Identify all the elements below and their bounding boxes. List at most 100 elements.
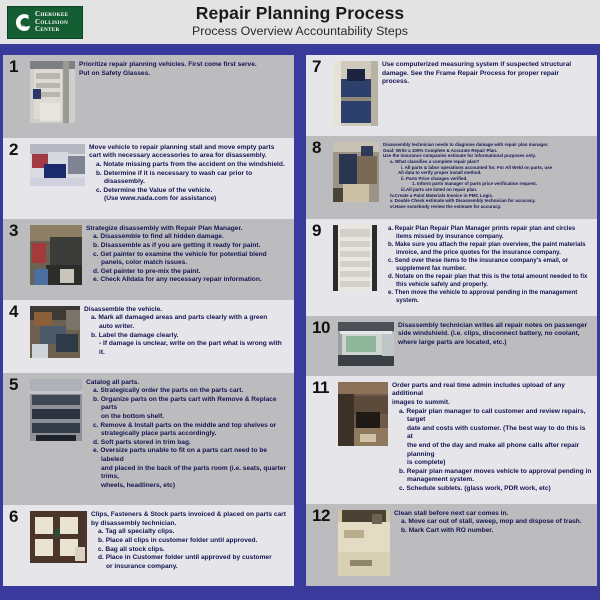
step-text-line: wheels, headliners, etc) xyxy=(101,481,176,489)
step-text-line: a. Repair Plan Repair Plan Manager print… xyxy=(388,225,576,233)
step-text-line: d. Place in Customer folder until approv… xyxy=(98,554,272,562)
step-number: 8 xyxy=(312,138,322,158)
step-text-line: Move vehicle to repair planning stall an… xyxy=(89,143,275,151)
step-text-line: images to summit. xyxy=(392,398,450,406)
step-text-line: by disassembly technician. xyxy=(91,519,177,527)
step-row: 3 Strategize disassembly with Repair Plan… xyxy=(3,218,294,300)
step-number: 4 xyxy=(9,301,19,321)
footer-accent-bar xyxy=(0,586,600,600)
step-text-line: process. xyxy=(382,78,410,86)
step-photo xyxy=(333,142,379,203)
step-text-line: a. Repair plan manager to call customer … xyxy=(399,407,586,424)
step-text-line: iii.All parts are listed on repair plan. xyxy=(401,186,478,192)
step-photo xyxy=(30,378,82,441)
step-text-line: is complete) xyxy=(407,459,446,467)
step-text: Use computerized measuring system if sus… xyxy=(382,59,592,87)
step-photo xyxy=(30,224,82,285)
step-text-line: Clips, Fasteners & Stock parts invoiced … xyxy=(91,511,286,519)
step-text-line: Put on Safety Glasses. xyxy=(79,69,151,77)
step-number: 2 xyxy=(9,139,19,159)
step-text-line: c. Schedule sublets. (glass work, PDR wo… xyxy=(399,484,551,492)
left-border xyxy=(0,55,3,586)
step-text: Catalog all parts.a. Strategically order… xyxy=(86,377,289,491)
step-text-line: Goal: Write a 100% Complete & Accurate R… xyxy=(383,147,498,153)
step-text-line: b. Organize parts on the parts cart with… xyxy=(93,395,277,412)
step-text-line: on the bottom shelf. xyxy=(101,413,165,420)
step-text-line: auto writer. xyxy=(99,322,135,330)
step-text-line: Disassembly technician writes all repair… xyxy=(398,321,588,329)
logo-line-3: CENTER xyxy=(35,25,60,34)
step-photo xyxy=(338,321,394,366)
step-text-line: v. Double Check estimate with Disassembl… xyxy=(390,198,536,204)
step-text-line: side windshield. (i.e. clips, disconnect… xyxy=(398,330,580,338)
step-text-line: d. Soft parts stored in trim bag. xyxy=(93,438,191,446)
step-text-line: b. Make sure you attach the repair plan … xyxy=(388,241,586,249)
step-photo xyxy=(30,61,75,123)
step-text-line: panels, color match issues. xyxy=(101,259,188,267)
step-text-line: a. Notate missing parts from the acciden… xyxy=(96,161,285,169)
step-text-line: All data to verify proper install method… xyxy=(398,170,482,176)
header-accent-bar xyxy=(0,44,600,55)
step-text-line: a. What classifies a complete repair pla… xyxy=(390,158,480,164)
right-border xyxy=(597,55,600,586)
step-text-line: b. Determine if it is necessary to wash … xyxy=(96,169,253,177)
step-text-line: a. Tag all specialty clips. xyxy=(98,528,175,536)
step-row: 5 Catalog all parts.a. Strategically orde… xyxy=(3,372,294,506)
step-row: 10 Disassembly technician writes all repa… xyxy=(306,315,597,376)
step-text-line: b. Mark Cart with RO number. xyxy=(401,526,494,534)
step-text-line: Clean stall before next car comes in. xyxy=(394,509,509,517)
step-row: 6 Clips, Fasteners & Stock parts invoiced… xyxy=(3,505,294,586)
step-text-line: date and costs with customer. (The best … xyxy=(407,424,586,441)
step-text-line: b. Repair plan manager moves vehicle to … xyxy=(399,467,592,475)
cherokee-collision-center-logo: CHEROKEE COLLISION CENTER xyxy=(7,6,83,39)
step-text-line: ii. Parts Price changes verified. xyxy=(401,175,468,181)
step-number: 11 xyxy=(312,377,329,397)
step-text: Disassemble the vehicle.a. Mark all dama… xyxy=(84,304,289,358)
step-text-line: Order parts and real time admin includes… xyxy=(392,381,565,398)
step-text-line: supplement fax number. xyxy=(396,265,467,273)
step-number: 5 xyxy=(9,374,19,394)
step-photo xyxy=(338,509,390,576)
step-text-line: 1. Inform parts manager of parts price v… xyxy=(412,181,538,187)
step-text-line: Strategize disassembly with Repair Plan … xyxy=(86,224,243,232)
step-text-line: a. Disassemble to find all hidden damage… xyxy=(93,233,224,241)
step-text-line: cart with necessary accessories to area … xyxy=(89,152,267,160)
step-photo xyxy=(30,143,85,186)
step-row: 7 Use computerized measuring system if su… xyxy=(306,55,597,137)
logo-line-2: COLLISION xyxy=(35,17,68,26)
step-number: 10 xyxy=(312,317,330,337)
step-text-line: a. Move car out of stall, sweep, mop and… xyxy=(401,518,582,526)
logo-line-1: CHEROKEE xyxy=(35,10,69,19)
step-text-line: d. Notate on the repair plan that this i… xyxy=(388,273,588,281)
step-text-line: vi.Have somebody review the estimate for… xyxy=(390,203,502,209)
step-number: 6 xyxy=(9,507,19,527)
step-photo xyxy=(30,511,87,564)
page-title: Repair Planning Process xyxy=(195,3,405,23)
step-number: 3 xyxy=(9,220,19,240)
step-text-line: b. Disassemble as if you are getting it … xyxy=(93,242,261,249)
step-text-line: Disassemble the vehicle. xyxy=(84,305,163,313)
step-text-line: iv.Create a Paint Materials Invoice in P… xyxy=(390,192,494,198)
step-row: 11 Order parts and real time admin includ… xyxy=(306,375,597,504)
step-text-line: invoice, and the price quotes for the in… xyxy=(396,249,561,257)
step-text-line: damage. See the Frame Repair Process for… xyxy=(382,69,560,77)
column-divider xyxy=(294,55,306,586)
step-number: 7 xyxy=(312,57,322,76)
step-text-line: items missed by insurance company. xyxy=(396,233,504,241)
step-text-line: e. Check Alldata for any necessary repai… xyxy=(93,276,262,284)
step-text-line: strategically place parts accordingly. xyxy=(101,430,217,438)
step-text-line: e. Oversize parts unable to fit on a par… xyxy=(93,447,268,463)
step-text-line: the end of the day and make all phone ca… xyxy=(407,441,580,458)
step-text-line: c. Get painter to examine the vehicle fo… xyxy=(93,250,267,258)
step-text-line: c. Determine the Value of the vehicle. xyxy=(96,186,213,194)
step-text-line: c. Remove & Install parts on the middle … xyxy=(93,421,277,429)
step-text-line: a. Strategically order the parts on the … xyxy=(93,387,244,395)
step-text-line: and placed in the back of the parts room… xyxy=(101,464,287,481)
step-photo xyxy=(338,381,388,446)
logo-c-swoosh-icon xyxy=(12,12,32,33)
